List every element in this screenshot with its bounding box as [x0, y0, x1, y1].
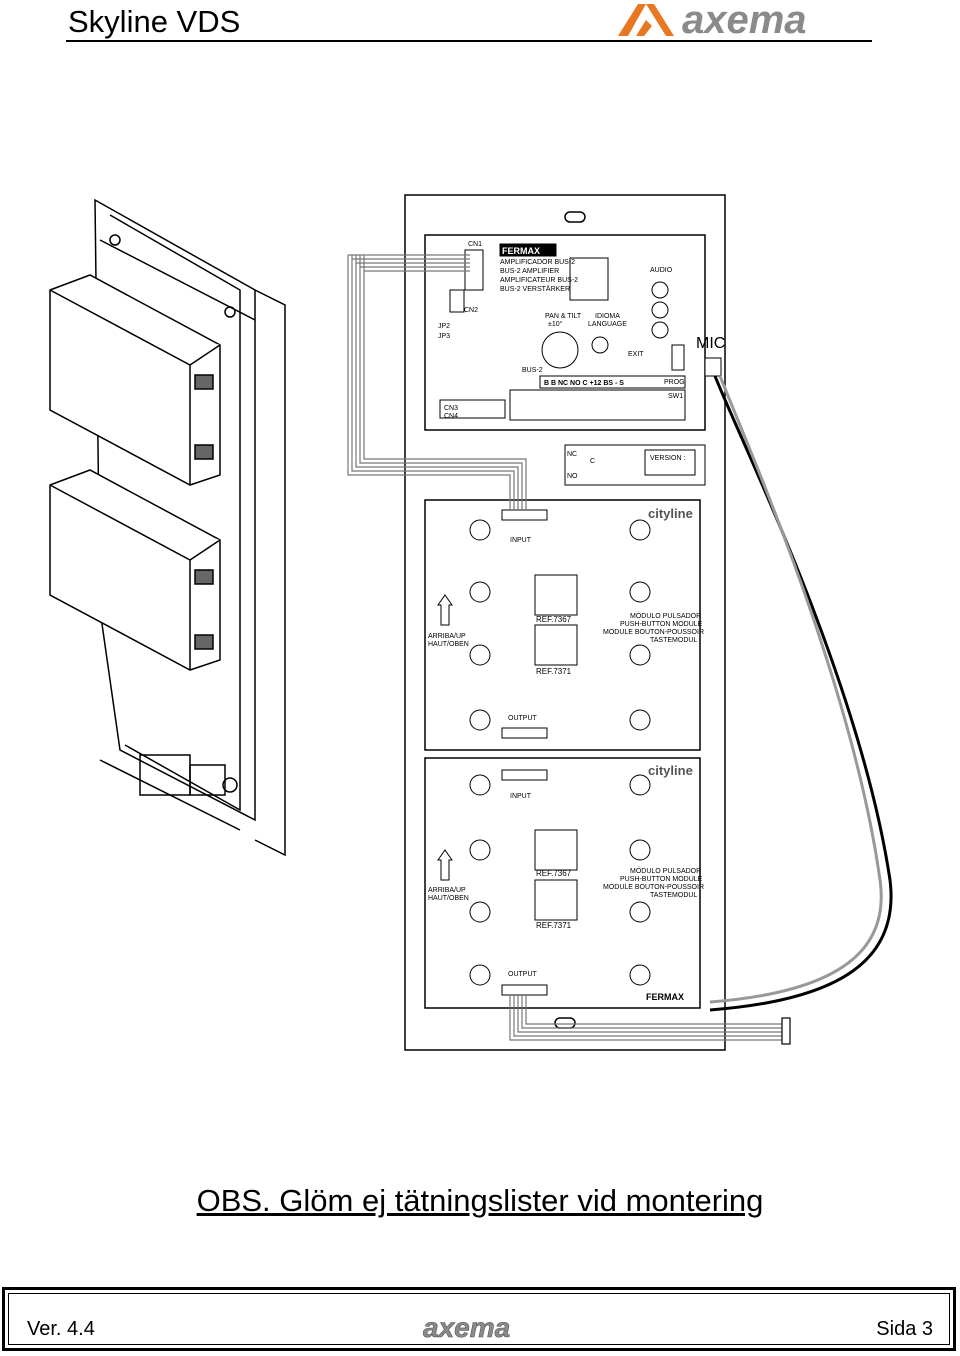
wiring-diagram: FERMAX CN1 AMPLIFICADOR BUS-2 BUS-2 AMPL…	[49, 194, 893, 1051]
label-c: C	[590, 458, 595, 465]
page-number: Sida 3	[876, 1318, 933, 1340]
label-pan-tilt: PAN & TILT	[545, 313, 582, 320]
label-modulo-1a: MÓDULO PULSADOR	[630, 611, 701, 620]
label-modulo-1c: MODULE BOUTON-POUSSOIR	[603, 629, 704, 636]
label-arriba-2: ARRIBA/UP	[428, 887, 466, 894]
label-audio: AUDIO	[650, 267, 673, 274]
label-modulo-2a: MÓDULO PULSADOR	[630, 866, 701, 875]
caption: OBS. Glöm ej tätningslister vid monterin…	[196, 1183, 764, 1218]
label-ref1-2: REF.7367	[536, 869, 572, 878]
label-input-1: INPUT	[510, 537, 532, 544]
label-cn3: CN3	[444, 405, 458, 412]
label-pan-tilt-deg: ±10°	[548, 320, 563, 328]
flat-cable-top	[347, 254, 527, 510]
module-2-labels: cityline INPUT REF.7367 REF.7371 ARRIBA/…	[428, 763, 704, 1002]
module-box-upper	[49, 274, 221, 486]
label-output-1: OUTPUT	[508, 715, 538, 722]
label-modulo-2b: PUSH-BUTTON MODULE	[620, 876, 703, 883]
label-modulo-1b: PUSH-BUTTON MODULE	[620, 621, 703, 628]
axema-logo-icon	[618, 4, 674, 36]
push-button-module-1	[437, 509, 651, 739]
label-amp-3: BUS-2 VERSTÄRKER	[500, 285, 570, 293]
label-brand-module: FERMAX	[646, 992, 684, 1002]
label-haut-1: HAUT/OBEN	[428, 641, 469, 648]
label-modulo-2d: TASTEMODUL	[650, 892, 697, 899]
footer-logo-text: axema	[423, 1314, 510, 1342]
label-modulo-1d: TASTEMODUL	[650, 637, 697, 644]
label-brand-top: FERMAX	[502, 246, 540, 256]
label-cn1: CN1	[468, 241, 482, 248]
version-label: Ver. 4.4	[27, 1318, 95, 1340]
amplifier-board	[439, 243, 706, 486]
label-language: LANGUAGE	[588, 321, 627, 328]
footer: Ver. 4.4 axema Sida 3	[2, 1287, 956, 1351]
label-nc: NC	[567, 451, 577, 458]
header-rule	[66, 40, 872, 42]
label-amp-0: AMPLIFICADOR BUS-2	[500, 259, 575, 266]
label-idioma: IDIOMA	[595, 313, 620, 320]
label-version: VERSION :	[650, 455, 685, 462]
amplifier-labels: FERMAX CN1 AMPLIFICADOR BUS-2 BUS-2 AMPL…	[438, 241, 685, 480]
mic-label: MIC	[696, 335, 725, 352]
label-cn2: CN2	[464, 307, 478, 314]
mic-cable	[709, 375, 893, 1012]
mounting-frame	[94, 198, 286, 857]
logo-text: axema	[682, 0, 807, 40]
label-sw1: SW1	[668, 393, 683, 400]
label-haut-2: HAUT/OBEN	[428, 895, 469, 902]
label-ref1-1: REF.7367	[536, 615, 572, 624]
header-title: Skyline VDS	[68, 4, 241, 39]
label-jp3: JP3	[438, 333, 450, 340]
label-prog: PROG	[664, 379, 685, 386]
module-1-labels: cityline INPUT REF.7367 REF.7371 ARRIBA/…	[428, 506, 704, 722]
label-amp-2: AMPLIFICATEUR BUS-2	[500, 277, 578, 284]
label-arriba-1: ARRIBA/UP	[428, 633, 466, 640]
flat-cable-bottom	[509, 995, 791, 1045]
label-amp-1: BUS-2 AMPLIFIER	[500, 268, 559, 275]
push-button-module-2	[437, 769, 651, 996]
footer-logo: axema	[423, 1314, 510, 1342]
label-modulo-2c: MODULE BOUTON-POUSSOIR	[603, 884, 704, 891]
module-box-lower	[49, 469, 221, 671]
label-ref2-2: REF.7371	[536, 921, 572, 930]
label-cityline-1: cityline	[648, 506, 693, 521]
front-panel	[404, 194, 726, 1051]
label-exit: EXIT	[628, 351, 644, 358]
label-terminals: B B NC NO C +12 BS - S	[544, 380, 624, 387]
axema-logo: axema	[618, 0, 807, 40]
label-bus2: BUS-2	[522, 367, 543, 374]
label-jp2: JP2	[438, 323, 450, 330]
label-cityline-2: cityline	[648, 763, 693, 778]
label-no: NO	[567, 473, 578, 480]
label-ref2-1: REF.7371	[536, 667, 572, 676]
mic-connector	[704, 357, 722, 377]
label-cn4: CN4	[444, 413, 458, 420]
footer-inner-border: Ver. 4.4 axema Sida 3	[8, 1293, 950, 1345]
label-input-2: INPUT	[510, 793, 532, 800]
label-output-2: OUTPUT	[508, 971, 538, 978]
